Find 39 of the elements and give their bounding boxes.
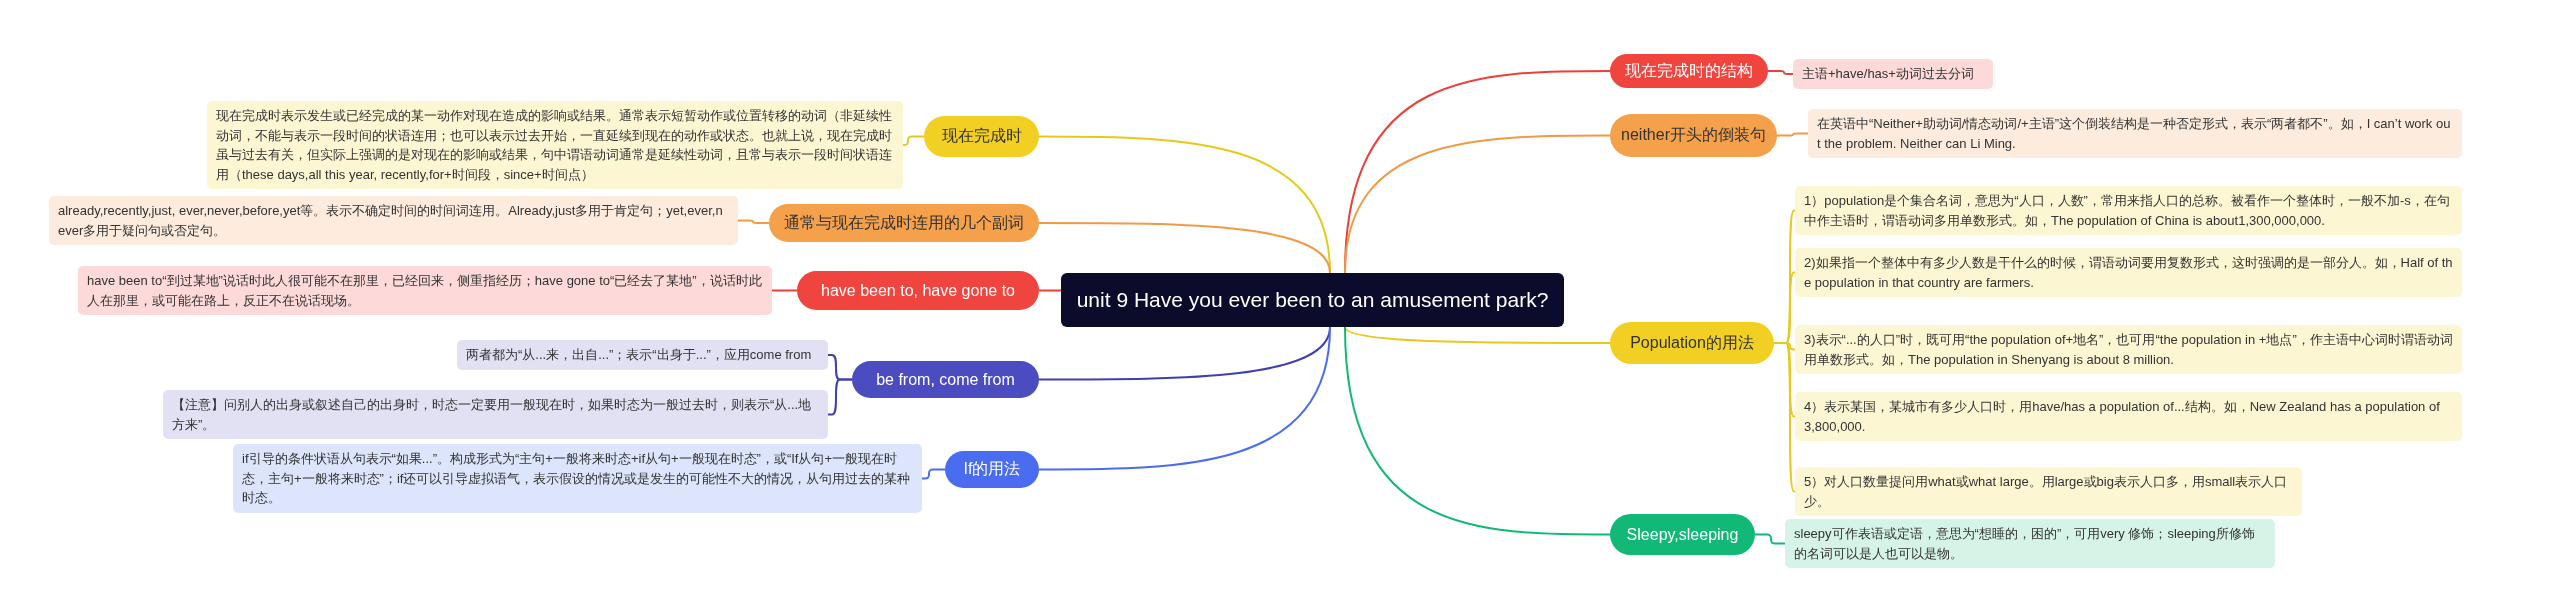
note-box: if引导的条件状语从句表示“如果...”。构成形式为“主句+一般将来时态+if从句+一般现在时态”，或“If从句+一般现在时态，主句+一般将来时态”；if还可以引导虚拟语气，表示假设的情况或是发生的可能性不大的情况，从句用过去的某种时态。 (233, 444, 922, 513)
note-box: sleepy可作表语或定语，意思为“想睡的，困的”，可用very 修饰；sleeping所修饰的名词可以是人也可以是物。 (1785, 519, 2275, 568)
topic-box: Population的用法 (1610, 322, 1774, 364)
topic-box: be from, come from (852, 361, 1039, 398)
connector-line (1754, 533, 1786, 545)
connector-line (1767, 70, 1794, 75)
note-box: 现在完成时表示发生或已经完成的某一动作对现在造成的影响或结果。通常表示短暂动作或位置转移的动词（非延续性动词，不能与表示一段时间的状语连用；也可以表示过去开始，一直延续到现在的动作或状态。也就上说，现在完成时虽与过去有关，但实际上强调的是对现在的影响或结果，句中谓语动词通常是延续性动词，且常与表示一段时间状语连用（these days,all this year, recently,for+时间段，since+时间点） (207, 101, 903, 189)
connector-line (827, 378, 853, 416)
connector-line (1038, 222, 1331, 274)
connector-line (737, 219, 770, 224)
topic-box: 现在完成时的结构 (1610, 54, 1768, 88)
connector-line (1038, 326, 1331, 471)
topic-box: 现在完成时 (924, 116, 1039, 157)
connector-line (1344, 326, 1611, 536)
topic-box: Sleepy,sleeping (1610, 514, 1755, 555)
note-box: 【注意】问别人的出身或叙述自己的出身时，时态一定要用一般现在时，如果时态为一般过去时，则表示“从...地方来”。 (163, 390, 828, 439)
connector-line (771, 289, 798, 292)
note-box: have been to“到过某地”说话时此人很可能不在那里，已经回来，侧重指经历；have gone to“已经去了某地”，说话时此人在那里，或可能在路上，反正不在说话现场。 (78, 266, 772, 315)
connector-line (1776, 132, 1809, 137)
connector-line (921, 468, 946, 480)
note-box: 主语+have/has+动词过去分词 (1793, 59, 1993, 89)
topic-box: If的用法 (945, 451, 1039, 488)
topic-box: neither开头的倒装句 (1610, 114, 1777, 157)
connector-line (1773, 342, 1796, 493)
note-box: 1）population是个集合名词，意思为“人口，人数”，常用来指人口的总称。被看作一个整体时，一般不加-s，在句中作主语时，谓语动词多用单数形式。如，The population of China is about1,300,000,000. (1795, 186, 2462, 235)
connector-line (1344, 134, 1611, 274)
connector-line (902, 135, 925, 146)
note-box: 2)如果指一个整体中有多少人数是干什么的时候，谓语动词要用复数形式，这时强调的是一部分人。如，Half of the population in that country are farmers. (1795, 248, 2462, 297)
note-box: 3)表示“...的人口”时，既可用“the population of+地名”，也可用“the population in +地点”，作主语中心词时谓语动词用单数形式。如，The population in Shenyang is about 8 million. (1795, 325, 2462, 374)
note-box: already,recently,just, ever,never,before,yet等。表示不确定时间的时间词连用。Already,just多用于肯定句；yet,ever,never多用于疑问句或否定句。 (49, 196, 738, 245)
note-box: 两者都为“从...来，出自...”；表示“出身于...”，应用come from (457, 340, 828, 370)
note-box: 在英语中“Neither+助动词/情态动词/+主语”这个倒装结构是一种否定形式，表示“两者都不”。如，I can’t work out the problem. Neither can Li Ming. (1808, 109, 2462, 158)
connector-line (1038, 289, 1062, 292)
topic-box: have been to, have gone to (797, 271, 1039, 310)
topic-box: 通常与现在完成时连用的几个副词 (769, 204, 1039, 242)
central-topic-box: unit 9 Have you ever been to an amusement park? (1061, 273, 1564, 327)
note-box: 4）表示某国，某城市有多少人口时，用have/has a population of...结构。如，New Zealand has a population of 3,800,000. (1795, 392, 2462, 441)
note-box: 5）对人口数量提问用what或what large。用large或big表示人口多，用small表示人口少。 (1795, 467, 2302, 516)
connector-line (1344, 326, 1611, 344)
